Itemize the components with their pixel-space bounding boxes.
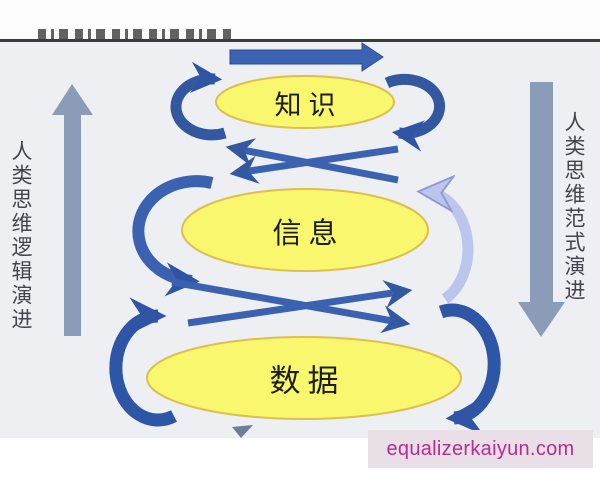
clipped-title-fragments — [38, 29, 234, 39]
knowledge-right-cycle-arrow — [384, 73, 446, 152]
cross-arrow-down-right-2 — [171, 278, 411, 334]
top-strip — [0, 0, 600, 39]
information-left-cycle-arrow — [132, 175, 214, 297]
data-ellipse — [146, 336, 462, 420]
cross-arrow-down-left-1 — [229, 145, 399, 184]
knowledge-ellipse — [215, 75, 395, 129]
right-axis-label: 人类思维范式演进 — [562, 111, 585, 303]
watermark-badge: equalizerkaiyun.com — [368, 430, 593, 468]
information-right-light-arrow — [426, 192, 474, 304]
information-ellipse — [181, 188, 429, 272]
data-right-cycle-arrow — [438, 303, 501, 435]
data-left-cycle-arrow — [109, 297, 177, 427]
knowledge-left-cycle-arrow — [170, 61, 227, 141]
left-axis-up-arrow — [52, 84, 93, 336]
left-axis-label: 人类思维逻辑演进 — [9, 140, 32, 332]
clipped-arrow-fragment — [232, 425, 253, 438]
right-axis-down-arrow — [518, 82, 565, 337]
knowledge-label: 知识 — [274, 90, 343, 121]
data-label: 数据 — [269, 363, 346, 399]
watermark-text: equalizerkaiyun.com — [386, 437, 575, 460]
top-right-arrow — [229, 42, 384, 72]
top-divider-line — [0, 39, 600, 42]
information-label: 信息 — [272, 218, 345, 250]
